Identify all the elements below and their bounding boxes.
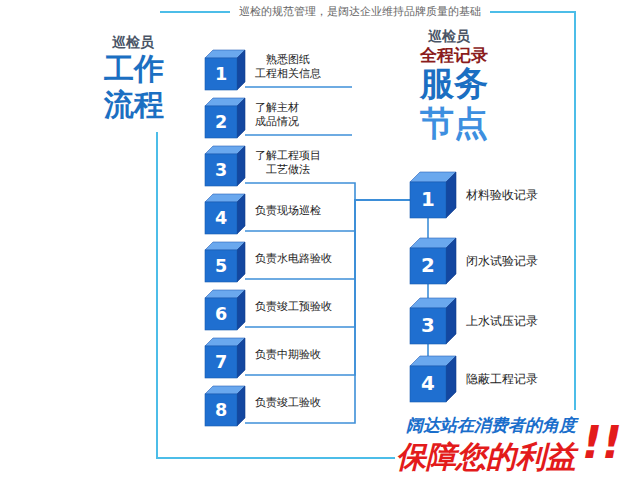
step-text-box: 负责竣工预验收: [255, 290, 332, 324]
role-tag: 巡检员: [428, 28, 470, 44]
step-node: 7 负责中期验收: [205, 338, 345, 378]
cube-front: [205, 394, 237, 426]
step-underline: [245, 374, 345, 375]
connector: [427, 284, 429, 298]
step-text: 了解工程项目 工艺做法: [255, 149, 321, 177]
step-number: 3: [410, 308, 446, 344]
cube-side: [237, 242, 245, 282]
cube-side: [237, 146, 245, 186]
heading: 流程: [104, 88, 164, 123]
cube-front: [205, 58, 237, 90]
step-node: 1 材料验收记录: [410, 172, 544, 218]
step-text-box: 了解主材 成品情况: [255, 98, 299, 132]
step-text-box: 了解工程项目 工艺做法: [255, 146, 321, 180]
cube-front: [205, 106, 237, 138]
step-underline: [245, 182, 345, 183]
step-node: 4 负责现场巡检: [205, 194, 345, 234]
cube-side: [237, 386, 245, 426]
exclamation: !!: [582, 418, 622, 469]
step-number: 4: [410, 366, 446, 402]
step-text-box: 材料验收记录: [466, 172, 538, 218]
diagram-title: 巡检的规范管理，是阔达企业维持品牌质量的基础: [175, 5, 545, 18]
cube-side: [446, 238, 456, 284]
step-text-box: 负责水电路验收: [255, 242, 332, 276]
cube-side: [446, 172, 456, 218]
step-text: 材料验收记录: [466, 188, 538, 202]
connector: [427, 218, 429, 238]
cube-front: [205, 154, 237, 186]
step-text: 负责水电路验收: [255, 252, 332, 266]
step-text-box: 闭水试验记录: [466, 238, 538, 284]
step-number: 4: [205, 202, 237, 234]
step-text-box: 熟悉图纸 工程相关信息: [255, 50, 321, 84]
connector: [345, 200, 410, 423]
step-text-box: 负责竣工验收: [255, 386, 321, 420]
heading: 服务: [420, 64, 488, 103]
cube-side: [237, 290, 245, 330]
step-number: 7: [205, 346, 237, 378]
step-text: 了解主材 成品情况: [255, 101, 299, 129]
step-text: 熟悉图纸 工程相关信息: [255, 53, 321, 81]
step-node: 2 闭水试验记录: [410, 238, 544, 284]
step-node: 4 隐蔽工程记录: [410, 356, 544, 402]
step-number: 2: [410, 248, 446, 284]
step-number: 8: [205, 394, 237, 426]
cube-front: [205, 202, 237, 234]
step-text-box: 负责现场巡检: [255, 194, 321, 228]
step-number: 1: [410, 182, 446, 218]
step-text-box: 负责中期验收: [255, 338, 321, 372]
step-number: 3: [205, 154, 237, 186]
step-underline: [245, 134, 352, 135]
subheading: 全程记录: [420, 46, 488, 66]
cube-side: [237, 338, 245, 378]
cube-front: [410, 308, 446, 344]
step-number: 2: [205, 106, 237, 138]
step-text: 负责中期验收: [255, 348, 321, 362]
cube-side: [237, 194, 245, 234]
cube-front: [205, 346, 237, 378]
step-underline: [245, 230, 345, 231]
slogan: 阔达站在消费者的角度: [406, 416, 576, 436]
role-tag: 巡检员: [112, 34, 154, 50]
slogan: 保障您的利益: [396, 440, 576, 475]
step-text: 隐蔽工程记录: [466, 372, 538, 386]
cube-front: [410, 248, 446, 284]
step-node: 1 熟悉图纸 工程相关信息: [205, 50, 345, 90]
cube-front: [410, 182, 446, 218]
step-text-box: 上水试压记录: [466, 298, 538, 344]
cube-front: [205, 298, 237, 330]
step-number: 6: [205, 298, 237, 330]
step-text: 负责竣工预验收: [255, 300, 332, 314]
step-node: 8 负责竣工验收: [205, 386, 345, 426]
step-text: 闭水试验记录: [466, 254, 538, 268]
step-number: 5: [205, 250, 237, 282]
heading: 工作: [104, 52, 164, 87]
step-underline: [245, 326, 345, 327]
cube-side: [446, 356, 456, 402]
step-number: 1: [205, 58, 237, 90]
cube-front: [205, 250, 237, 282]
frame-line: [157, 12, 575, 458]
step-text: 负责竣工验收: [255, 396, 321, 410]
step-underline: [245, 86, 352, 87]
step-node: 3 上水试压记录: [410, 298, 544, 344]
connector: [427, 344, 429, 356]
step-node: 6 负责竣工预验收: [205, 290, 345, 330]
step-text-box: 隐蔽工程记录: [466, 356, 538, 402]
step-underline: [245, 422, 345, 423]
step-text: 上水试压记录: [466, 314, 538, 328]
step-node: 5 负责水电路验收: [205, 242, 345, 282]
step-node: 2 了解主材 成品情况: [205, 98, 345, 138]
cube-front: [410, 366, 446, 402]
cube-side: [446, 298, 456, 344]
heading: 节点: [420, 104, 488, 143]
step-text: 负责现场巡检: [255, 204, 321, 218]
step-node: 3 了解工程项目 工艺做法: [205, 146, 345, 186]
connector: [345, 183, 410, 200]
cube-side: [237, 50, 245, 90]
step-underline: [245, 278, 345, 279]
cube-side: [237, 98, 245, 138]
